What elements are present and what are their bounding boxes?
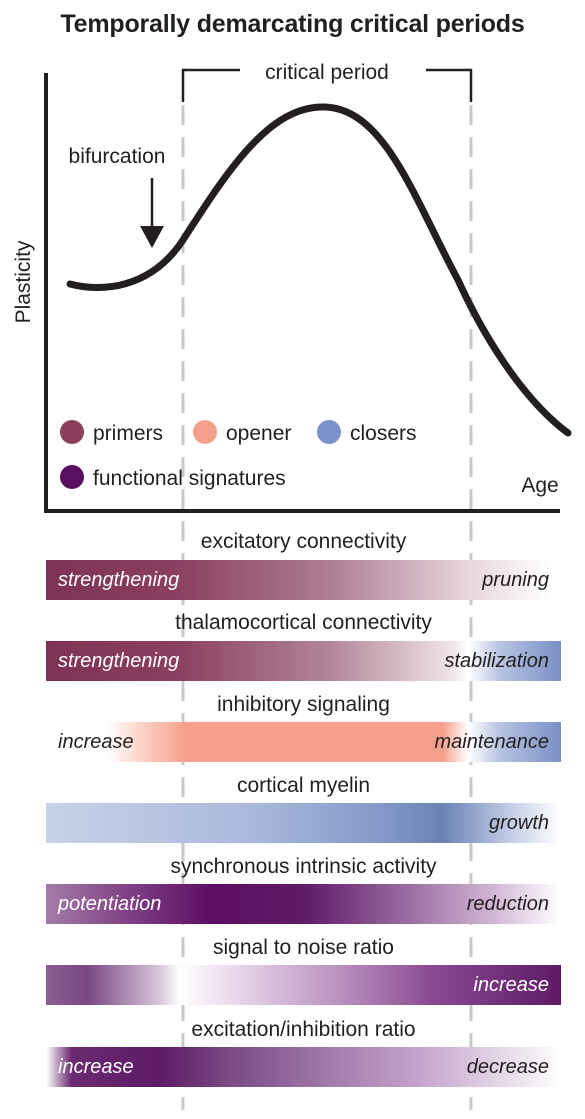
bar-synchronous-intrinsic-activity: potentiation reduction	[46, 884, 561, 924]
bifurcation-label: bifurcation	[69, 145, 166, 168]
bar-title-synchronous-intrinsic-activity: synchronous intrinsic activity	[170, 855, 437, 878]
bar-title-signal-to-noise-ratio: signal to noise ratio	[213, 936, 394, 959]
y-axis-label: Plasticity	[12, 240, 35, 323]
bar-right-label: increase	[473, 974, 549, 996]
arrow-head-icon	[140, 226, 164, 248]
bar-title-excitation-inhibition-ratio: excitation/inhibition ratio	[191, 1018, 416, 1041]
bar-left-label: increase	[58, 731, 134, 753]
bar-excitation-inhibition-ratio: increase decrease	[46, 1047, 561, 1087]
bar-left-label: strengthening	[58, 650, 180, 672]
bar-right-label: growth	[488, 812, 549, 834]
legend-label-opener: opener	[226, 422, 291, 445]
bar-inhibitory-signaling: increase maintenance	[46, 722, 561, 762]
legend-swatch-primers	[60, 420, 84, 444]
bar-right-label: stabilization	[444, 650, 549, 672]
legend-swatch-closers	[317, 420, 341, 444]
critical-period-bracket	[181, 68, 240, 102]
bar-left-label: potentiation	[58, 893, 162, 915]
bar-title-inhibitory-signaling: inhibitory signaling	[217, 693, 390, 716]
legend-swatch-functional-signatures	[60, 465, 84, 489]
critical-period-bracket-right	[426, 68, 473, 102]
x-axis-label: Age	[521, 474, 558, 497]
bar-left-label: increase	[58, 1056, 134, 1078]
bar-right-label: decrease	[466, 1056, 549, 1078]
figure-title: Temporally demarcating critical periods	[60, 10, 525, 38]
legend-label-functional-signatures: functional signatures	[93, 467, 286, 490]
bar-title-thalamocortical-connectivity: thalamocortical connectivity	[175, 611, 432, 634]
plasticity-curve	[66, 103, 572, 437]
bar-thalamocortical-connectivity: strengthening stabilization	[46, 641, 561, 681]
bar-cortical-myelin: growth	[46, 803, 561, 843]
bar-signal-to-noise-ratio: increase	[46, 965, 561, 1005]
legend-label-closers: closers	[350, 422, 417, 445]
bar-right-label: maintenance	[434, 731, 549, 753]
bar-left-label: strengthening	[58, 569, 180, 591]
legend-label-primers: primers	[93, 422, 163, 445]
bar-excitatory-connectivity: strengthening pruning	[46, 560, 561, 600]
bar-right-label: reduction	[466, 893, 549, 915]
bar-right-label: pruning	[482, 569, 549, 591]
bar-title-excitatory-connectivity: excitatory connectivity	[200, 530, 407, 553]
critical-period-label: critical period	[265, 61, 389, 84]
bar-title-cortical-myelin: cortical myelin	[236, 774, 371, 797]
legend-swatch-opener	[193, 420, 217, 444]
